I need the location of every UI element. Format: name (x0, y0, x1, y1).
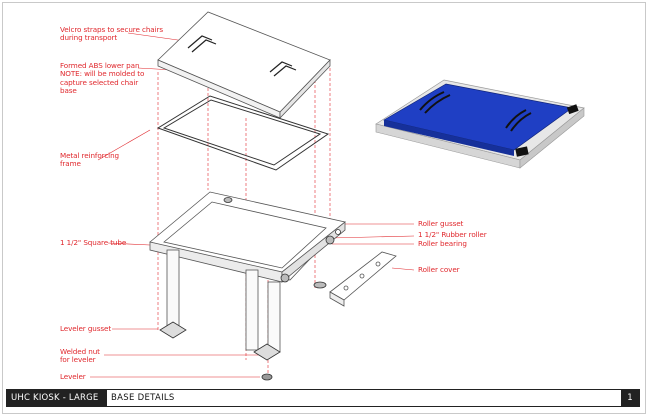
callout-welded-nut: Welded nut for leveler (60, 347, 100, 365)
callout-leveler-gusset: Leveler gusset (60, 324, 112, 333)
page-number: 1 (621, 390, 639, 406)
callout-rubber-roller: 1 1/2" Rubber roller (418, 230, 487, 239)
callout-velcro-straps: Velcro straps to secure chairs during tr… (60, 25, 164, 43)
roller-cover (329, 251, 397, 307)
callout-square-tube: 1 1/2" Square tube (60, 238, 127, 247)
metal-reinforcing-frame (156, 95, 330, 171)
callout-roller-gusset: Roller gusset (418, 219, 464, 228)
levelers (159, 197, 327, 381)
rollers (280, 229, 341, 283)
callout-roller-cover: Roller cover (418, 265, 460, 274)
project-name: UHC KIOSK - LARGE (7, 390, 107, 406)
legs (166, 249, 281, 353)
title-block: UHC KIOSK - LARGE BASE DETAILS 1 (6, 389, 640, 407)
callout-leveler: Leveler (60, 372, 86, 381)
lower-pan-lid (157, 11, 331, 119)
leader-lines (90, 32, 415, 378)
sheet-border (2, 2, 646, 414)
callout-roller-bearing: Roller bearing (418, 239, 467, 248)
callout-lower-pan: Formed ABS lower pan NOTE: will be molde… (60, 61, 145, 96)
velcro-strap-handles (187, 35, 297, 77)
rendered-lid-view (375, 79, 585, 169)
drawing-title: BASE DETAILS (111, 393, 175, 403)
callout-reinforcing-frame: Metal reinforcing frame (60, 151, 119, 169)
